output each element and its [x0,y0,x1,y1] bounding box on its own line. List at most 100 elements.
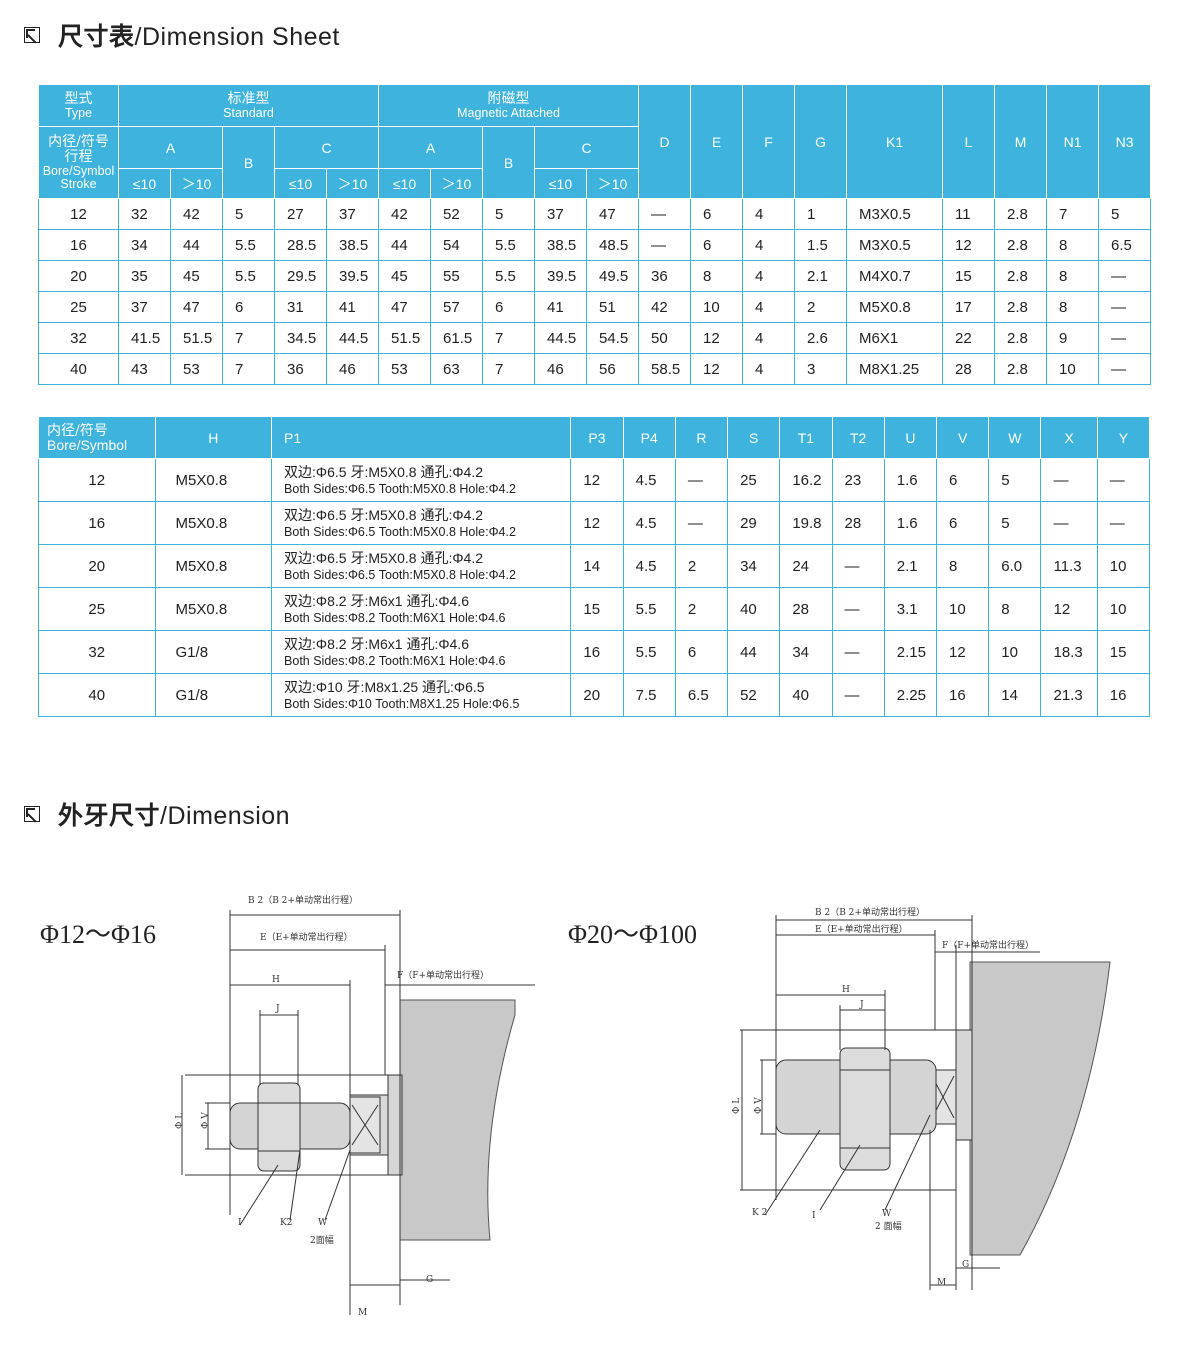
diagram-left-thread-drawing: B 2（B 2+单动常出行程） E（E+单动常出行程） F（F+单动常出行程） … [175,894,535,1318]
table-cell: 16 [38,229,119,261]
table-cell: 16 [570,630,624,674]
table-cell: — [1098,322,1152,354]
table-cell: M5X0.8 [154,458,273,502]
table-cell: 6 [936,458,990,502]
table-cell: 34 [779,630,833,674]
table-cell: 41 [534,291,588,323]
header-P4: P4 [622,416,676,459]
table-cell: 8 [1046,229,1100,261]
table-cell: 46 [534,353,588,385]
table-cell: 52 [430,198,484,230]
table-cell: 44.5 [325,322,380,354]
table-cell: M5X0.8 [154,587,273,631]
table-cell: 10 [1046,353,1100,385]
table-cell: 5.5 [622,630,676,674]
table-cell: 5 [988,458,1042,502]
table-cell: 6 [936,501,990,545]
diagram-left-label: Φ12～Φ16 [40,920,157,949]
table-cell: 28.5 [274,229,327,261]
table-cell: 4.5 [622,544,676,588]
p1-chinese: 双边:Φ6.5 牙:M5X0.8 通孔:Φ4.2 [284,550,483,566]
header-F: F [742,84,796,199]
table-cell: 56 [586,353,640,385]
table-cell: 18.3 [1040,630,1098,674]
table-cell: 28 [779,587,833,631]
table-cell: 16 [38,501,156,545]
table-cell: 8 [936,544,990,588]
section-header-dimension-sheet: 尺寸表/Dimension Sheet [24,17,340,53]
table-cell: 15 [570,587,624,631]
dim-W: W [318,1218,328,1228]
header-mag-C: C [534,126,640,169]
header-H: H [154,416,273,459]
table-cell: 5.5 [222,229,275,261]
table-cell: 14 [570,544,624,588]
table-cell: — [831,673,885,717]
table-cell: 7.5 [622,673,676,717]
table-cell: 40 [38,353,119,385]
table-cell: 8 [1046,291,1100,323]
table-cell: 38.5 [534,229,588,261]
table-cell: 5 [1098,198,1152,230]
table-cell: — [1098,291,1152,323]
p1-english: Both Sides:Φ8.2 Tooth:M6X1 Hole:Φ4.6 [284,611,506,625]
dim-B2: B 2（B 2+单动常出行程） [815,906,925,918]
table-cell: 4 [742,291,796,323]
table-cell: 6 [690,198,744,230]
header-R: R [674,416,729,459]
table-cell: 4 [742,322,796,354]
p1-english: Both Sides:Φ8.2 Tooth:M6X1 Hole:Φ4.6 [284,654,506,668]
dim-L: Φ L [732,1098,742,1114]
dim-F: F（F+单动常出行程） [942,939,1034,951]
table-cell: 1.5 [794,229,848,261]
header-P1: P1 [271,416,572,459]
header-V: V [936,416,990,459]
table-cell: 32 [38,630,156,674]
table-cell: — [831,544,885,588]
table-cell: 34.5 [274,322,327,354]
table-cell: 3 [794,353,848,385]
header-N3: N3 [1098,84,1152,199]
table-cell: M5X0.8 [154,501,273,545]
header-U: U [883,416,938,459]
table-cell: 61.5 [430,322,484,354]
p1-chinese: 双边:Φ8.2 牙:M6x1 通孔:Φ4.6 [284,593,469,609]
header-gt10: ＞10 [170,168,223,199]
dim-V: Φ V [201,1112,211,1129]
table-cell: 17 [942,291,996,323]
table-cell: 54 [430,229,484,261]
p1-english: Both Sides:Φ10 Tooth:M8X1.25 Hole:Φ6.5 [284,697,520,711]
table-cell: 12 [38,198,119,230]
table-cell: 5.5 [222,260,275,292]
table-cell: 12 [690,322,744,354]
table-cell: G1/8 [154,630,273,674]
dim-K2: K 2 [752,1208,767,1218]
table-cell: 12 [570,501,624,545]
table-cell: 6.0 [988,544,1042,588]
corner-arrow-icon [24,806,40,822]
table-cell: — [1040,501,1098,545]
dim-L: Φ L [175,1113,185,1129]
table-cell: 25 [727,458,781,502]
table-cell: 45 [378,260,432,292]
section-header-dimension: 外牙尺寸/Dimension [24,796,290,832]
header-gt10: ＞10 [430,168,484,199]
table-cell: M3X0.5 [846,229,944,261]
dim-M: M [358,1308,367,1318]
table-cell: M3X0.5 [846,198,944,230]
table-cell: 58.5 [638,353,692,385]
header-D: D [638,84,692,199]
table-cell: 21.3 [1040,673,1098,717]
table-cell: 8 [988,587,1042,631]
table-cell: 2.15 [883,630,938,674]
table-cell: 2.1 [794,260,848,292]
table-cell: 7 [482,322,536,354]
